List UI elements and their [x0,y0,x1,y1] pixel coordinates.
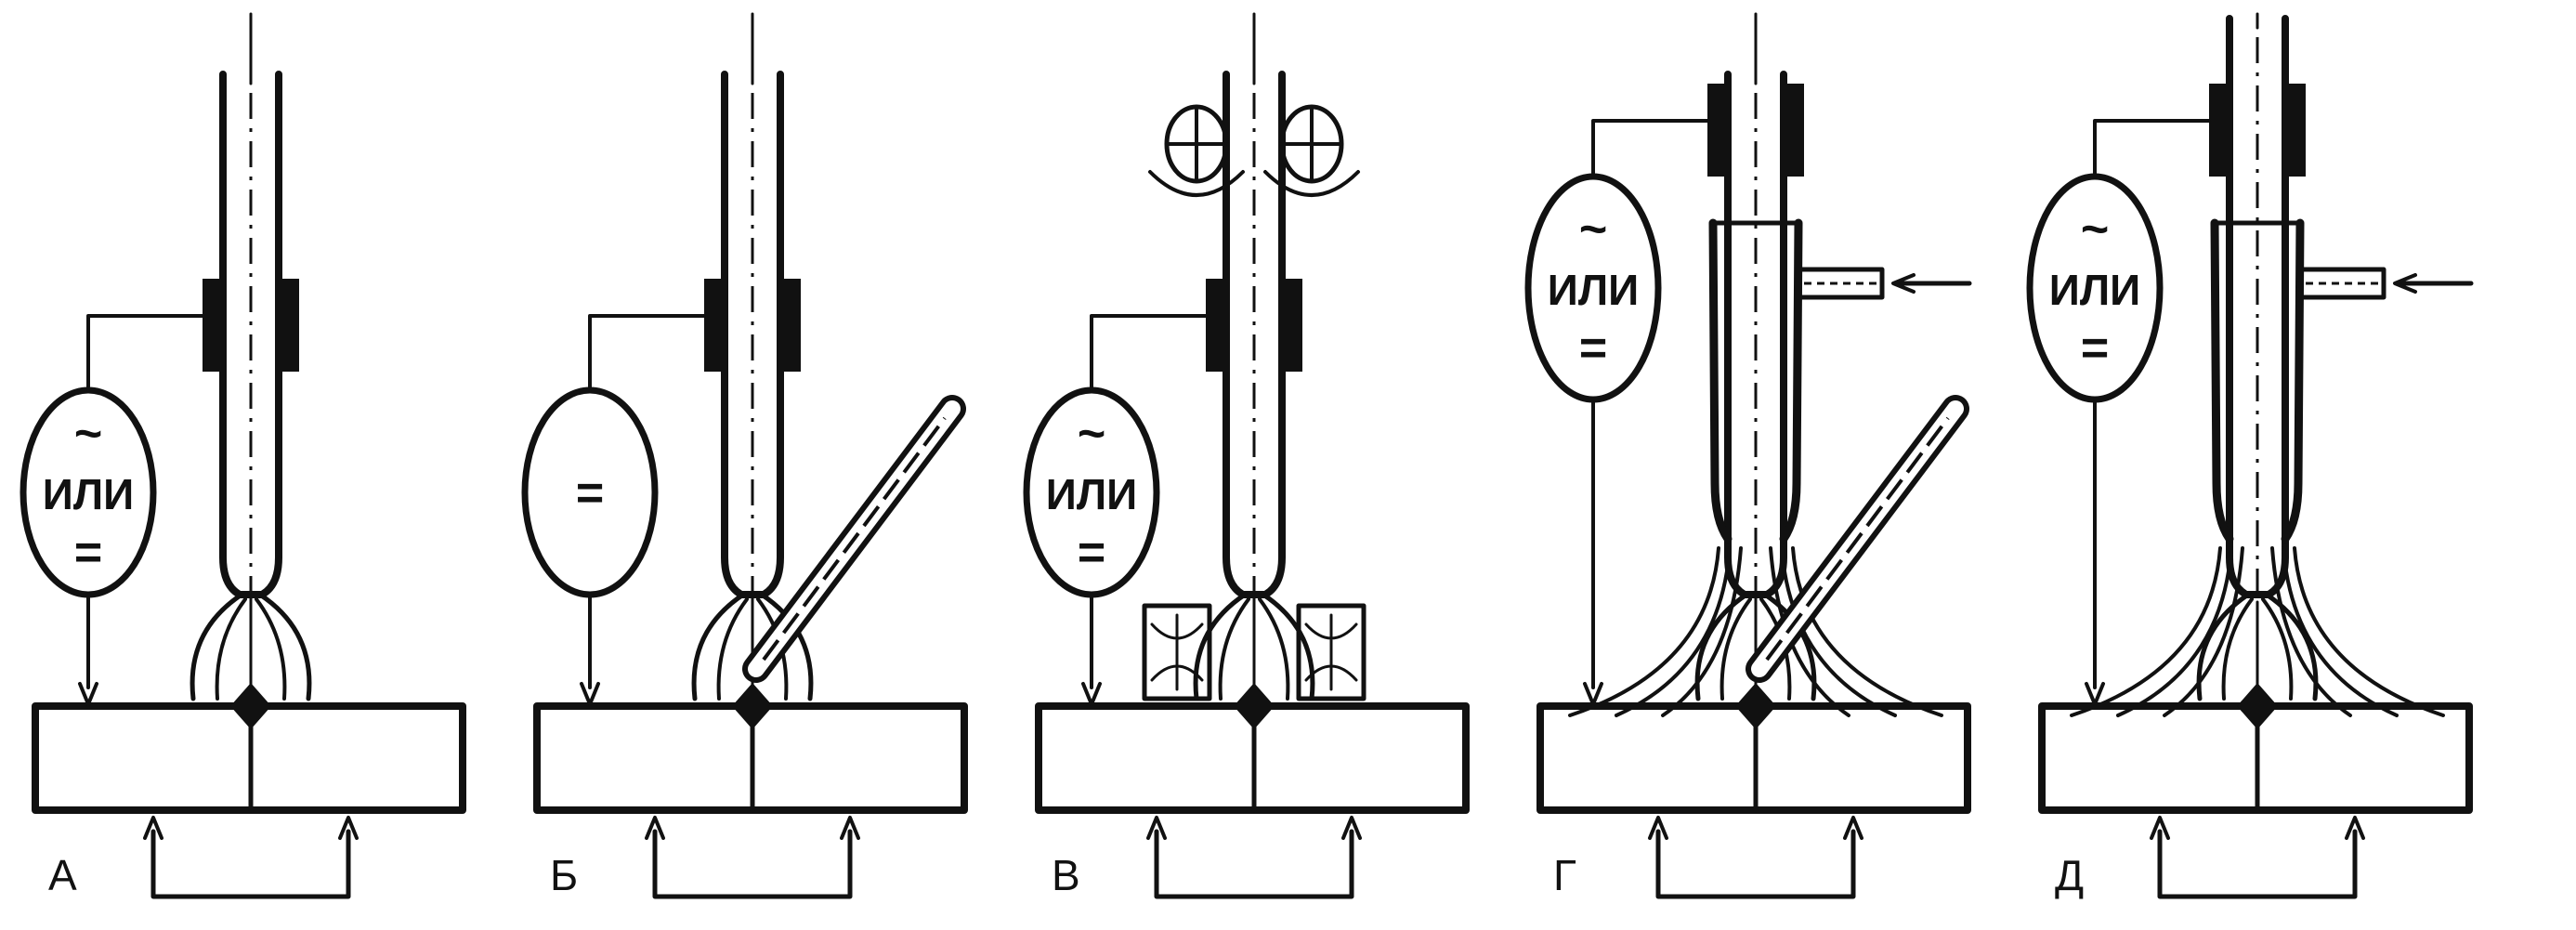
power-source-text-1: ИЛИ [1548,266,1639,314]
return-loop [2157,829,2358,899]
roller-rotation-1 [1263,170,1360,197]
gas-flow-line-left-0 [1568,546,1720,717]
return-loop [1655,829,1856,899]
supply-arrow [1583,682,1603,706]
power-source-text-0: ~ [2081,203,2109,256]
gas-flow-line-right-0 [1791,546,1943,717]
gas-flow-line-left-0 [2070,546,2222,717]
power-source-text-0: = [576,466,604,520]
gas-flow-arrow [1891,273,1916,294]
gas-flow-arrow [2393,273,2417,294]
power-source-text-0: ~ [1579,203,1607,256]
contact-clamp-right [780,279,801,372]
power-source-text-1: ИЛИ [1046,470,1137,518]
arc-outer [2196,592,2319,701]
contact-clamp-left [2209,84,2229,177]
panel-g: ~ ИЛИ = Г [1505,0,2007,930]
panel-v-drawing: ~ ИЛИ = [1023,12,1470,899]
filler-rod-core [762,416,947,661]
return-loop [1154,829,1354,899]
panel-a-drawing: ~ ИЛИ = [20,12,466,899]
arc-inner [1218,597,1290,701]
gas-nozzle-right [1779,218,1803,544]
return-arrow-left [143,816,163,840]
power-source-text-2: = [1078,526,1105,580]
gas-inlet-pipe [1796,267,1885,300]
supply-arrow [580,682,600,706]
panel-a: ~ ИЛИ = А [0,0,502,930]
arc-outer [190,592,312,701]
arc-outer [1694,592,1817,701]
power-source-text-0: ~ [74,407,102,461]
panel-d: ~ ИЛИ = Д [2007,0,2508,930]
weld-pool [1735,683,1776,729]
supply-arrow [2085,682,2105,706]
return-arrow-left [1146,816,1167,840]
panel-b-label: Б [550,851,579,899]
return-arrow-left [645,816,665,840]
return-arrow-right [840,816,860,840]
supply-wire-top [86,314,204,392]
gas-inlet-pipe [2297,267,2386,300]
power-source-text-2: = [74,526,102,580]
panel-v-label: В [1052,851,1080,899]
gas-flow-line-right-0 [2293,546,2445,717]
return-loop [652,829,853,899]
panel-g-drawing: ~ ИЛИ = [1524,12,1972,899]
contact-clamp-left [1707,84,1728,177]
supply-wire-top [1591,119,1709,178]
contact-clamp-left [203,279,223,372]
panel-d-label: Д [2055,851,2085,899]
panel-b-drawing: = [521,12,968,899]
return-loop [150,829,351,899]
gas-nozzle-left [1708,218,1733,544]
weld-pool [2237,683,2278,729]
flux-block-0 [1142,603,1212,701]
gas-nozzle-right [2281,218,2305,544]
power-source-text-2: = [1579,321,1607,375]
return-arrow-left [2150,816,2170,840]
arc-outer [691,592,814,701]
supply-wire-top [588,314,706,392]
flux-block-1 [1296,603,1366,701]
power-source-text-1: ИЛИ [2049,266,2140,314]
gas-nozzle-left [2210,218,2234,544]
contact-clamp-right [279,279,299,372]
return-arrow-right [2345,816,2365,840]
panel-v: ~ ИЛИ = В [1003,0,1505,930]
contact-clamp-right [1282,279,1302,372]
panel-a-label: А [48,851,77,899]
supply-wire-top [1090,314,1208,392]
supply-wire-top [2093,119,2211,178]
contact-clamp-left [1206,279,1226,372]
power-source-text-1: ИЛИ [43,470,134,518]
weld-pool [230,683,271,729]
roller-rotation-0 [1148,170,1245,197]
arc-outer [1193,592,1315,701]
return-arrow-right [1341,816,1362,840]
panel-b: = Б [502,0,1003,930]
supply-arrow [78,682,98,706]
panel-g-label: Г [1553,851,1576,899]
weld-pool [732,683,773,729]
power-source-text-2: = [2081,321,2109,375]
contact-clamp-right [1784,84,1804,177]
contact-clamp-left [704,279,725,372]
arc-inner [2221,597,2294,701]
arc-inner [215,597,287,701]
return-arrow-right [338,816,359,840]
filler-rod-core [1765,416,1950,661]
return-arrow-left [1648,816,1668,840]
return-arrow-right [1843,816,1863,840]
contact-clamp-right [2285,84,2306,177]
supply-arrow [1081,682,1102,706]
panel-d-drawing: ~ ИЛИ = [2026,12,2474,899]
weld-pool [1234,683,1275,729]
power-source-text-0: ~ [1078,407,1105,461]
